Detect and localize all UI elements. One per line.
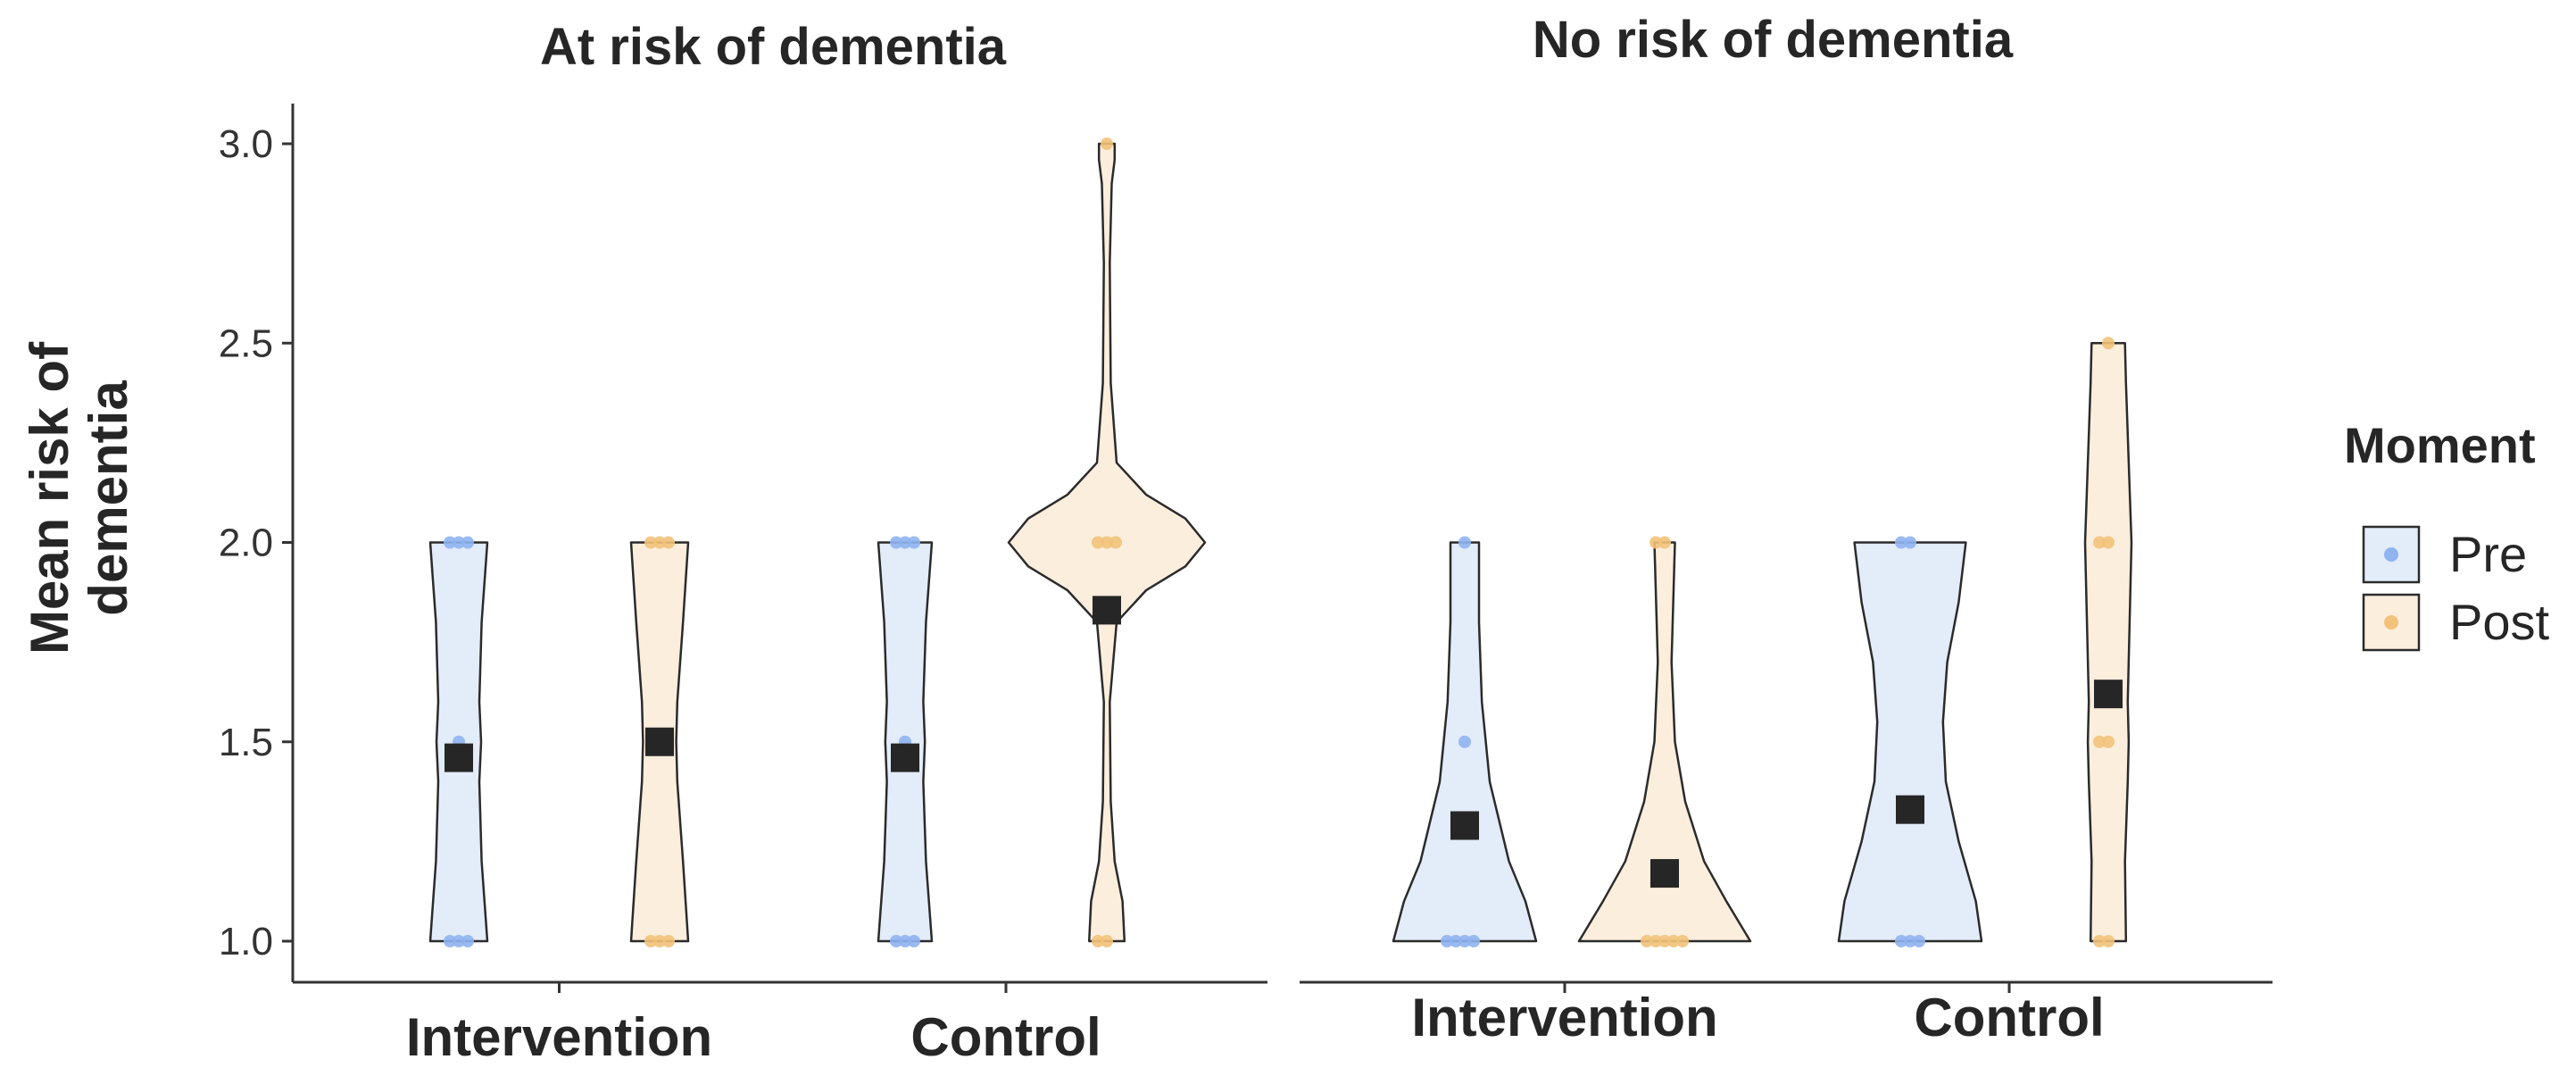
mean-marker	[891, 743, 919, 772]
data-point	[890, 935, 902, 947]
data-point	[453, 536, 465, 549]
x-tick-label: Intervention	[1411, 988, 1717, 1047]
data-point	[899, 935, 911, 947]
data-point	[890, 536, 902, 549]
data-point	[653, 935, 666, 947]
data-point	[1641, 935, 1653, 947]
data-point	[1450, 935, 1462, 947]
y-tick-label: 2.5	[219, 321, 273, 365]
x-tick-label: Control	[1914, 988, 2104, 1047]
data-point	[908, 935, 920, 947]
data-point	[1658, 536, 1671, 549]
data-point	[1667, 935, 1680, 947]
data-point	[2102, 536, 2115, 549]
panel-title: At risk of dementia	[540, 18, 1007, 76]
panel-at-risk: At risk of dementia 1.0 1.5 2.0 2.5 3.0Interv…	[219, 18, 1267, 1067]
data-point	[653, 536, 666, 549]
data-point	[444, 935, 456, 947]
data-point	[1904, 935, 1916, 947]
data-point	[2102, 935, 2115, 947]
data-point	[2093, 536, 2106, 549]
data-point	[1101, 138, 1113, 150]
data-point	[662, 536, 675, 549]
y-tick-label: 3.0	[219, 122, 273, 166]
data-point	[461, 536, 474, 549]
data-point	[2102, 735, 2115, 748]
data-point	[1458, 735, 1471, 748]
data-point	[1904, 536, 1916, 549]
data-point	[1092, 536, 1104, 549]
legend-title: Moment	[2344, 417, 2536, 473]
mean-marker	[2094, 680, 2123, 709]
mean-marker	[645, 727, 674, 756]
legend-key-point	[2384, 615, 2398, 630]
data-point	[1458, 536, 1471, 549]
data-point	[1101, 536, 1113, 549]
data-point	[1092, 935, 1104, 947]
data-point	[1649, 536, 1662, 549]
data-point	[1658, 935, 1671, 947]
data-point	[1467, 935, 1480, 947]
data-point	[1109, 536, 1122, 549]
data-point	[461, 935, 474, 947]
y-axis-label: Mean risk ofdementia	[20, 341, 138, 655]
data-point	[2093, 935, 2106, 947]
data-point	[644, 536, 657, 549]
y-axis-title: Mean risk ofdementia	[20, 341, 138, 655]
mean-marker	[1093, 596, 1121, 625]
data-point	[1101, 935, 1113, 947]
data-point	[899, 536, 911, 549]
data-point	[2102, 337, 2115, 350]
data-point	[1441, 935, 1453, 947]
violin-control-post	[2083, 342, 2133, 943]
legend-label-post: Post	[2449, 594, 2549, 650]
data-point	[908, 536, 920, 549]
panel-title: No risk of dementia	[1533, 11, 2014, 69]
legend-label-pre: Pre	[2449, 526, 2527, 582]
x-tick-label: Control	[910, 1007, 1101, 1067]
data-point	[1895, 536, 1907, 549]
mean-marker	[1896, 795, 1924, 824]
y-axis-label-line-1: Mean risk of	[20, 341, 79, 655]
y-tick-label: 1.0	[219, 920, 273, 963]
legend-key-point	[2384, 547, 2398, 562]
mean-marker	[445, 743, 473, 772]
data-point	[444, 536, 456, 549]
mean-marker	[1650, 859, 1679, 888]
x-tick-label: Intervention	[406, 1007, 712, 1067]
data-point	[1676, 935, 1689, 947]
y-axis-label-line-2: dementia	[79, 380, 138, 616]
data-point	[1895, 935, 1907, 947]
y-tick-label: 2.0	[219, 521, 273, 565]
data-point	[644, 935, 657, 947]
violin-control-pre	[1837, 541, 1983, 943]
data-point	[662, 935, 675, 947]
data-point	[453, 935, 465, 947]
data-point	[1649, 935, 1662, 947]
data-point	[2093, 735, 2106, 748]
y-tick-label: 1.5	[219, 721, 273, 764]
data-point	[1913, 935, 1925, 947]
data-point	[1458, 935, 1471, 947]
mean-marker	[1450, 811, 1479, 840]
